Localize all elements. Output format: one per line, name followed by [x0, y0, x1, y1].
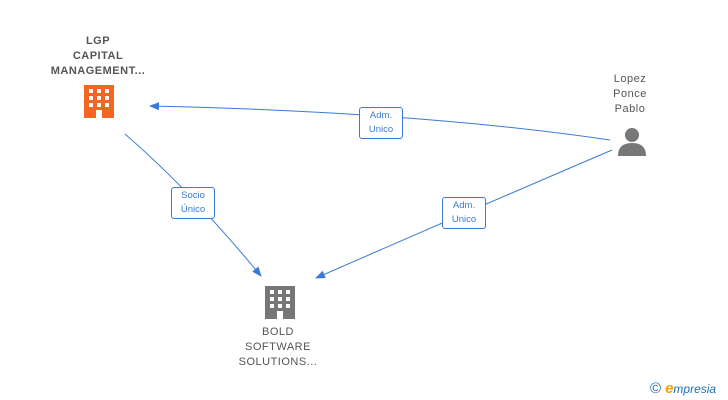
- edge-label-lgp-bold: Socio Único: [171, 187, 215, 219]
- node-label-person[interactable]: Lopez Ponce Pablo: [596, 72, 664, 117]
- person-icon[interactable]: [618, 128, 646, 156]
- edge-label-line: Único: [180, 204, 206, 215]
- edge-label-line: Unico: [368, 124, 394, 135]
- brand-name: mpresia: [673, 382, 717, 396]
- node-label-line: Pablo: [614, 103, 646, 115]
- edge-label-line: Socio: [181, 190, 205, 201]
- node-label-line: SOFTWARE: [245, 341, 311, 353]
- node-label-line: Ponce: [613, 88, 647, 100]
- node-label-line: SOLUTIONS...: [238, 356, 318, 368]
- node-label-bold[interactable]: BOLD SOFTWARE SOLUTIONS...: [220, 325, 336, 370]
- building-icon[interactable]: [265, 286, 295, 319]
- brand-logo[interactable]: empresia: [665, 380, 716, 397]
- edge-label-line: Unico: [451, 214, 477, 225]
- copyright-icon: ©: [650, 380, 662, 397]
- node-label-line: CAPITAL: [72, 50, 124, 62]
- node-label-line: LGP: [85, 35, 111, 47]
- node-label-lgp[interactable]: LGP CAPITAL MANAGEMENT...: [30, 34, 166, 79]
- node-label-line: Lopez: [613, 73, 647, 85]
- node-label-line: MANAGEMENT...: [50, 65, 146, 77]
- edge-label-line: Adm.: [369, 110, 393, 121]
- brand-initial: e: [665, 380, 674, 397]
- edge-label-person-bold: Adm. Unico: [442, 197, 486, 229]
- building-icon[interactable]: [84, 85, 114, 118]
- edge-label-line: Adm.: [452, 200, 476, 211]
- copyright-footer: © empresia: [650, 380, 716, 397]
- node-label-line: BOLD: [262, 326, 294, 338]
- edge-label-person-lgp: Adm. Unico: [359, 107, 403, 139]
